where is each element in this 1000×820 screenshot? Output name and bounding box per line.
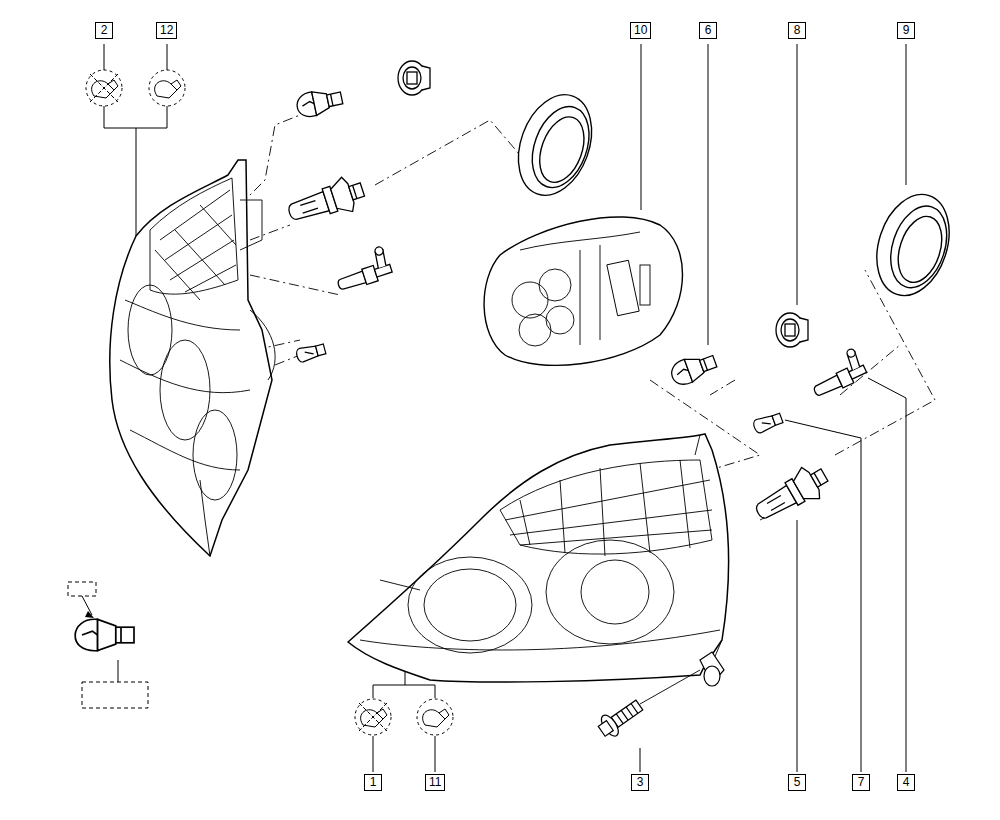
callout-number: 10 bbox=[630, 22, 651, 39]
callout-number: 4 bbox=[897, 774, 915, 791]
callout-number: 6 bbox=[699, 22, 717, 39]
callout-number: 9 bbox=[897, 22, 915, 39]
callout-number: 1 bbox=[364, 774, 382, 791]
callout-number: 2 bbox=[95, 22, 113, 39]
callout-number: 3 bbox=[631, 774, 649, 791]
callout-number: 7 bbox=[852, 774, 870, 791]
callout-number: 11 bbox=[425, 774, 445, 791]
callout-number: 12 bbox=[156, 22, 177, 39]
callout-number: 5 bbox=[788, 774, 806, 791]
callout-number: 8 bbox=[788, 22, 806, 39]
